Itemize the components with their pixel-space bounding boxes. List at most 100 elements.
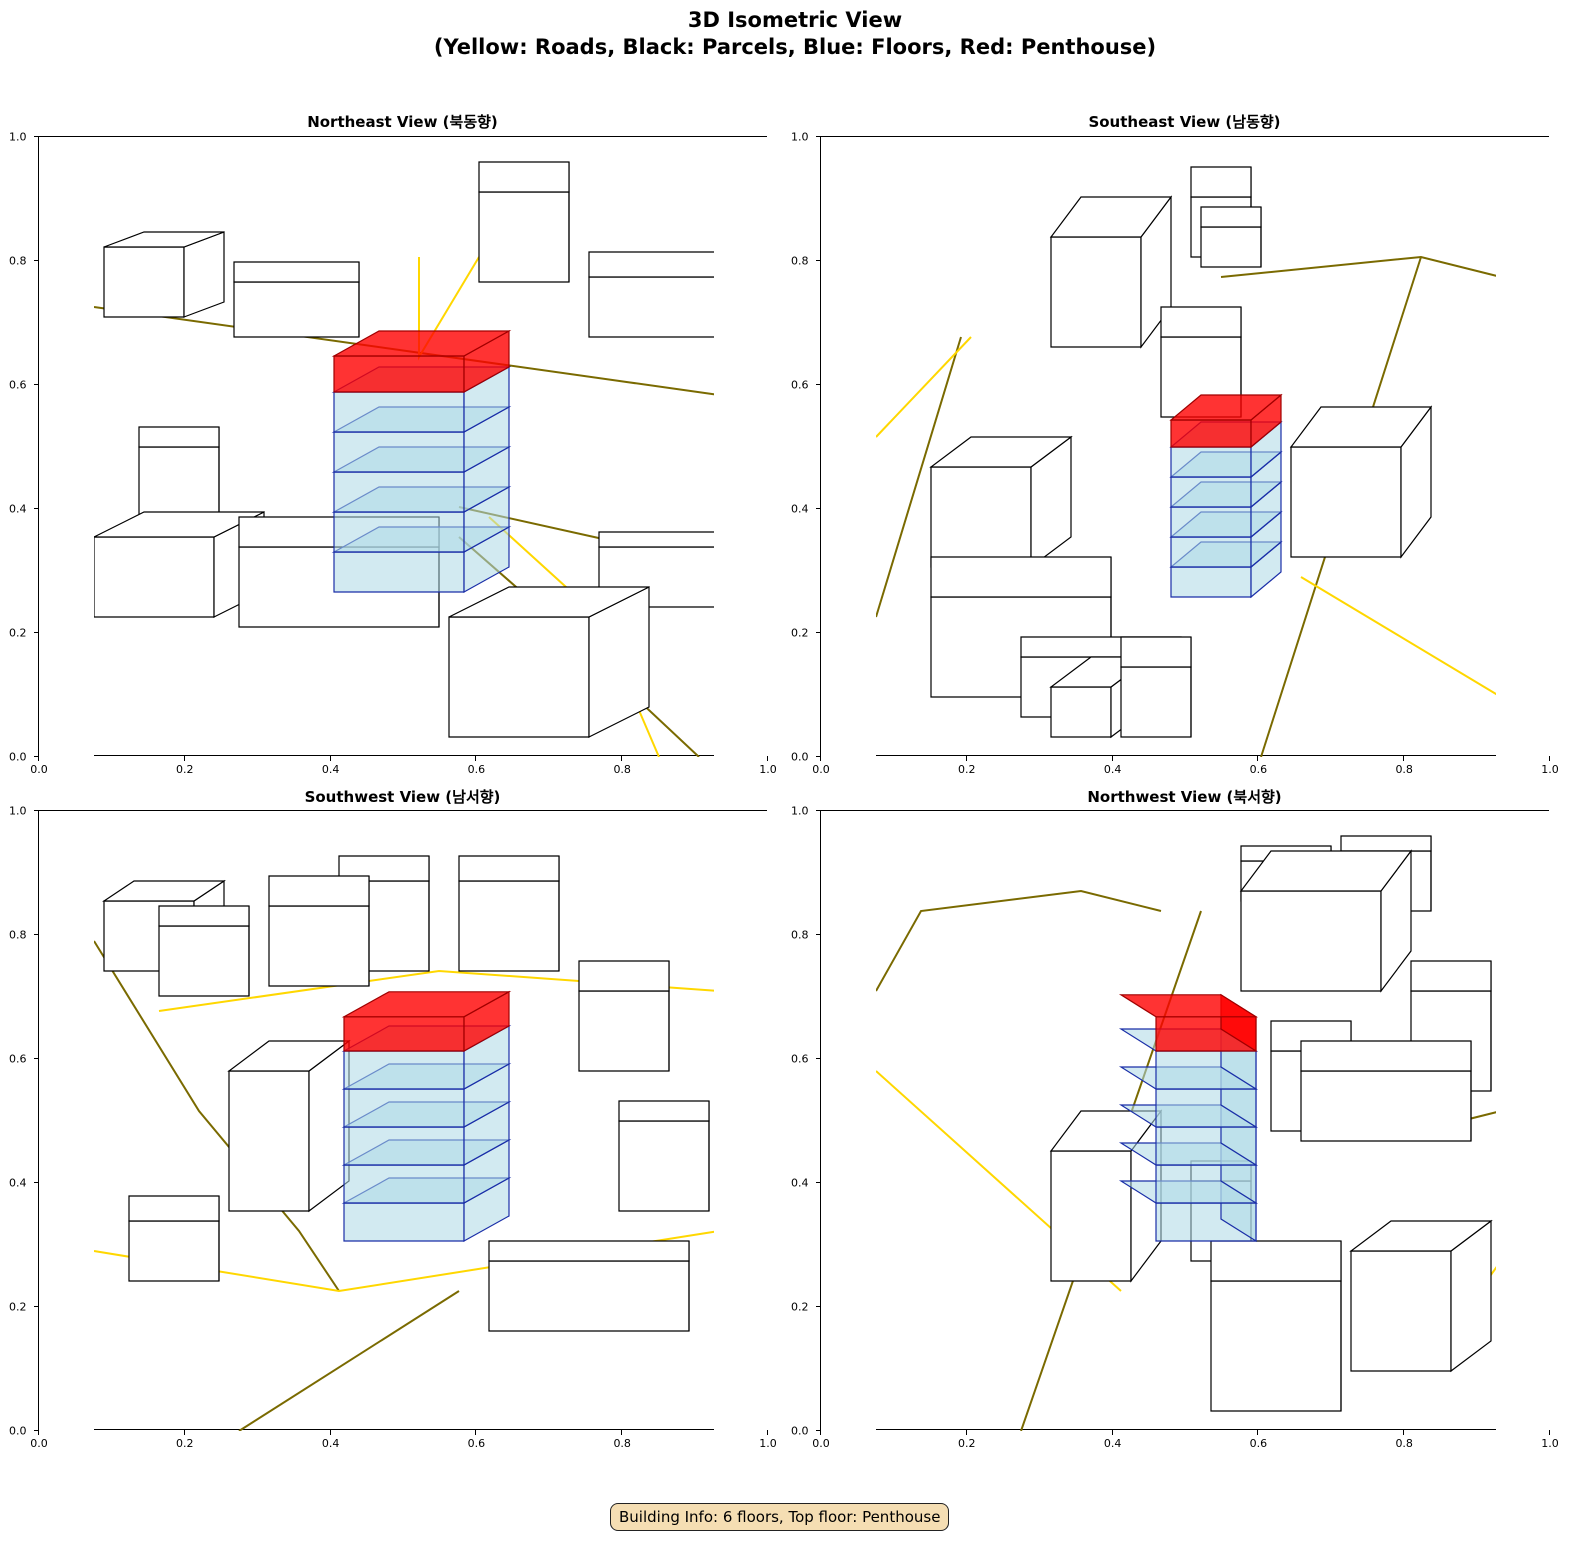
figure-subtitle: (Yellow: Roads, Black: Parcels, Blue: Fl… xyxy=(433,35,1157,59)
y-tick-mark xyxy=(34,1306,39,1307)
parcel-building-3-top xyxy=(268,875,370,907)
x-tick-mark xyxy=(183,756,185,761)
floor-5-front xyxy=(343,1050,465,1090)
y-tick-mark xyxy=(816,260,821,261)
y-tick-label: 0.8 xyxy=(9,928,27,942)
floor-5-front xyxy=(333,391,465,433)
y-tick-label: 0.6 xyxy=(9,378,27,392)
scene-drawing xyxy=(821,811,1550,1431)
y-tick-label: 0.4 xyxy=(791,1176,809,1190)
x-tick-mark xyxy=(475,756,477,761)
parcel-building-7-front xyxy=(618,1120,710,1212)
floor-1-front xyxy=(333,551,465,593)
y-tick-mark xyxy=(816,1182,821,1183)
parcel-building-1-top xyxy=(1200,206,1262,228)
y-tick-label: 0.0 xyxy=(9,750,27,764)
y-tick-mark xyxy=(34,1058,39,1059)
y-tick-label: 0.0 xyxy=(791,1424,809,1438)
x-tick-mark xyxy=(38,1430,39,1435)
x-tick-mark xyxy=(1257,756,1259,761)
scene xyxy=(93,161,720,757)
parcel-building-4-top xyxy=(138,426,220,448)
clip-right xyxy=(714,137,768,757)
parcel-building-3-front xyxy=(588,276,720,338)
x-tick-label: 1.0 xyxy=(759,1437,777,1450)
parcel-building-1-top xyxy=(103,231,225,248)
parcel-building-0-top xyxy=(1190,166,1252,198)
parcel-building-0-top xyxy=(478,161,570,193)
y-tick-label: 1.0 xyxy=(791,804,809,818)
parcel-building-7-front xyxy=(1050,1150,1132,1282)
x-tick-label: 0.8 xyxy=(1395,1437,1413,1450)
y-tick-mark xyxy=(816,632,821,633)
road-line xyxy=(875,336,962,618)
panel-title-southwest: Southwest View (남서향) xyxy=(304,788,501,806)
figure-title: 3D Isometric View xyxy=(687,8,903,32)
panel-title-northeast: Northeast View (북동향) xyxy=(307,113,498,131)
x-tick-label: 0.8 xyxy=(613,1437,631,1450)
parcel-building-5-front xyxy=(930,466,1032,568)
parcel-building-0-front xyxy=(478,191,570,283)
x-tick-label: 0.8 xyxy=(1395,763,1413,776)
x-tick-mark xyxy=(1549,1430,1550,1435)
x-tick-label: 0.0 xyxy=(812,763,830,776)
y-tick-mark xyxy=(34,1182,39,1183)
y-tick-label: 0.4 xyxy=(9,1176,27,1190)
penthouse-top xyxy=(341,991,512,1018)
y-tick-label: 0.8 xyxy=(791,928,809,942)
parcel-building-0-top xyxy=(102,880,226,902)
clip-right xyxy=(1496,811,1550,1431)
x-tick-label: 0.0 xyxy=(30,1437,48,1450)
x-tick-label: 1.0 xyxy=(1541,1437,1559,1450)
x-tick-label: 0.2 xyxy=(176,763,194,776)
floor-2-front xyxy=(333,511,465,553)
parcel-building-5-front xyxy=(578,990,670,1072)
parcel-building-2-front xyxy=(1240,890,1382,992)
floor-3-front xyxy=(343,1126,465,1166)
parcel-building-5-top xyxy=(1300,1040,1472,1072)
x-tick-mark xyxy=(621,756,623,761)
y-tick-mark xyxy=(34,934,39,935)
x-tick-label: 0.4 xyxy=(321,1437,340,1450)
x-tick-label: 0.6 xyxy=(1249,763,1268,776)
scene-drawing xyxy=(821,137,1550,757)
floor-2-front xyxy=(1170,536,1252,568)
x-tick-label: 0.8 xyxy=(613,763,631,776)
x-tick-mark xyxy=(965,1430,967,1435)
y-tick-label: 0.6 xyxy=(791,1052,809,1066)
parcel-building-3-front xyxy=(268,905,370,987)
y-tick-label: 0.2 xyxy=(9,1300,27,1314)
parcel-building-4-front xyxy=(158,925,250,997)
y-tick-label: 0.8 xyxy=(9,254,27,268)
floor-3-front xyxy=(333,471,465,513)
clip-left xyxy=(821,137,876,757)
parcel-building-5-top xyxy=(929,436,1073,468)
x-tick-mark xyxy=(1111,1430,1113,1435)
y-tick-mark xyxy=(34,136,39,137)
parcel-building-1-front xyxy=(1200,226,1262,268)
parcel-building-2-top xyxy=(458,855,560,882)
y-tick-mark xyxy=(34,384,39,385)
x-tick-label: 1.0 xyxy=(759,763,777,776)
y-tick-mark xyxy=(34,632,39,633)
x-tick-mark xyxy=(1403,1430,1405,1435)
floor-1-front xyxy=(343,1202,465,1242)
floor-3-front xyxy=(1170,506,1252,538)
parcel-building-5-top xyxy=(578,960,670,992)
parcel-building-3-top xyxy=(1160,306,1242,338)
road-line xyxy=(1220,255,1502,278)
y-tick-label: 0.2 xyxy=(9,626,27,640)
y-tick-label: 1.0 xyxy=(9,130,27,144)
x-tick-mark xyxy=(820,1430,821,1435)
parcel-building-2-front xyxy=(233,281,360,338)
parcel-building-2-top xyxy=(233,261,360,283)
penthouse-top xyxy=(1169,394,1283,421)
y-tick-mark xyxy=(816,1058,821,1059)
penthouse-front xyxy=(333,355,465,393)
y-tick-label: 0.6 xyxy=(791,378,809,392)
parcel-building-1-top xyxy=(338,855,430,882)
scene xyxy=(875,166,1502,757)
y-tick-mark xyxy=(816,1430,821,1431)
